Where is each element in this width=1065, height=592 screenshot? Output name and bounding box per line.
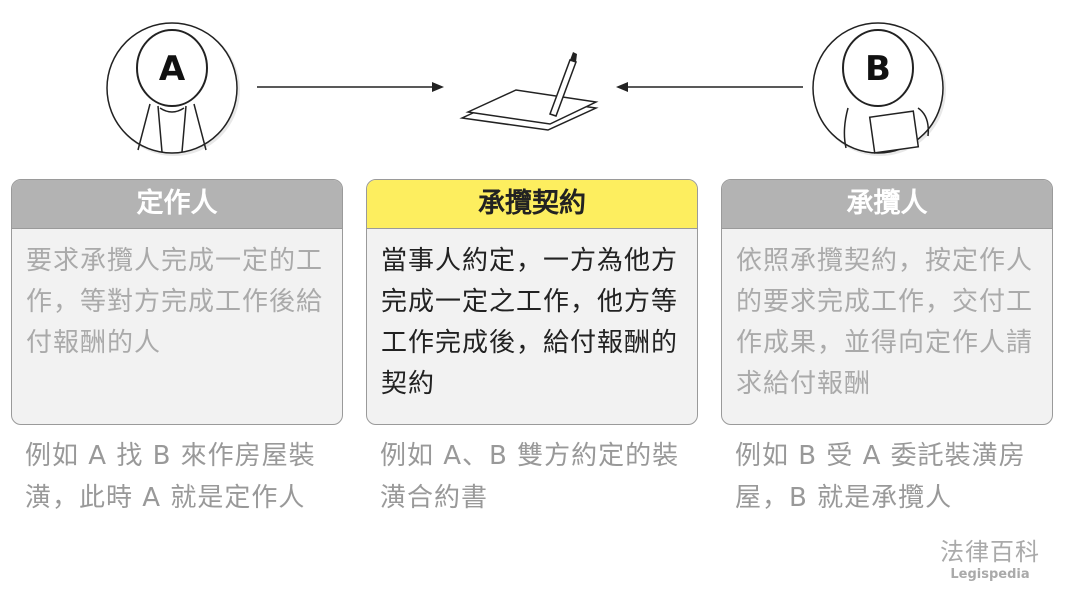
client-example: 例如 A 找 B 來作房屋裝潢，此時 A 就是定作人 [25,441,316,513]
contract-description: 當事人約定，一方為他方完成一定之工作，他方等工作完成後，給付報酬的契約 [381,246,679,399]
logo: 法律百科 Legispedia [930,532,1050,582]
contractor-title: 承攬人 [722,180,1052,229]
contract-title: 承攬契約 [367,180,697,229]
client-description: 要求承攬人完成一定的工作，等對方完成工作後給付報酬的人 [26,246,324,358]
client-title: 定作人 [12,180,342,229]
avatar-letter-a: A [159,49,186,89]
person-b-avatar: B [812,22,946,156]
contractor-card: 承攬人 依照承攬契約，按定作人的要求完成工作，交付工作成果，並得向定作人請求給付… [721,179,1053,425]
contractor-example: 例如 B 受 A 委託裝潢房屋，B 就是承攬人 [735,441,1026,513]
contract-pen-icon [459,52,599,131]
arrow-right-icon [257,82,444,92]
illustration: A B [106,22,946,156]
contract-card: 承攬契約 當事人約定，一方為他方完成一定之工作，他方等工作完成後，給付報酬的契約 [366,179,698,425]
client-card: 定作人 要求承攬人完成一定的工作，等對方完成工作後給付報酬的人 [11,179,343,425]
person-a-avatar: A [106,22,240,156]
contractor-description: 依照承攬契約，按定作人的要求完成工作，交付工作成果，並得向定作人請求給付報酬 [736,246,1034,399]
contract-example: 例如 A、B 雙方約定的裝潢合約書 [380,441,680,513]
logo-subtitle: Legispedia [950,567,1030,582]
avatar-letter-b: B [865,49,891,89]
logo-name: 法律百科 [940,538,1040,566]
arrow-left-icon [616,82,803,92]
